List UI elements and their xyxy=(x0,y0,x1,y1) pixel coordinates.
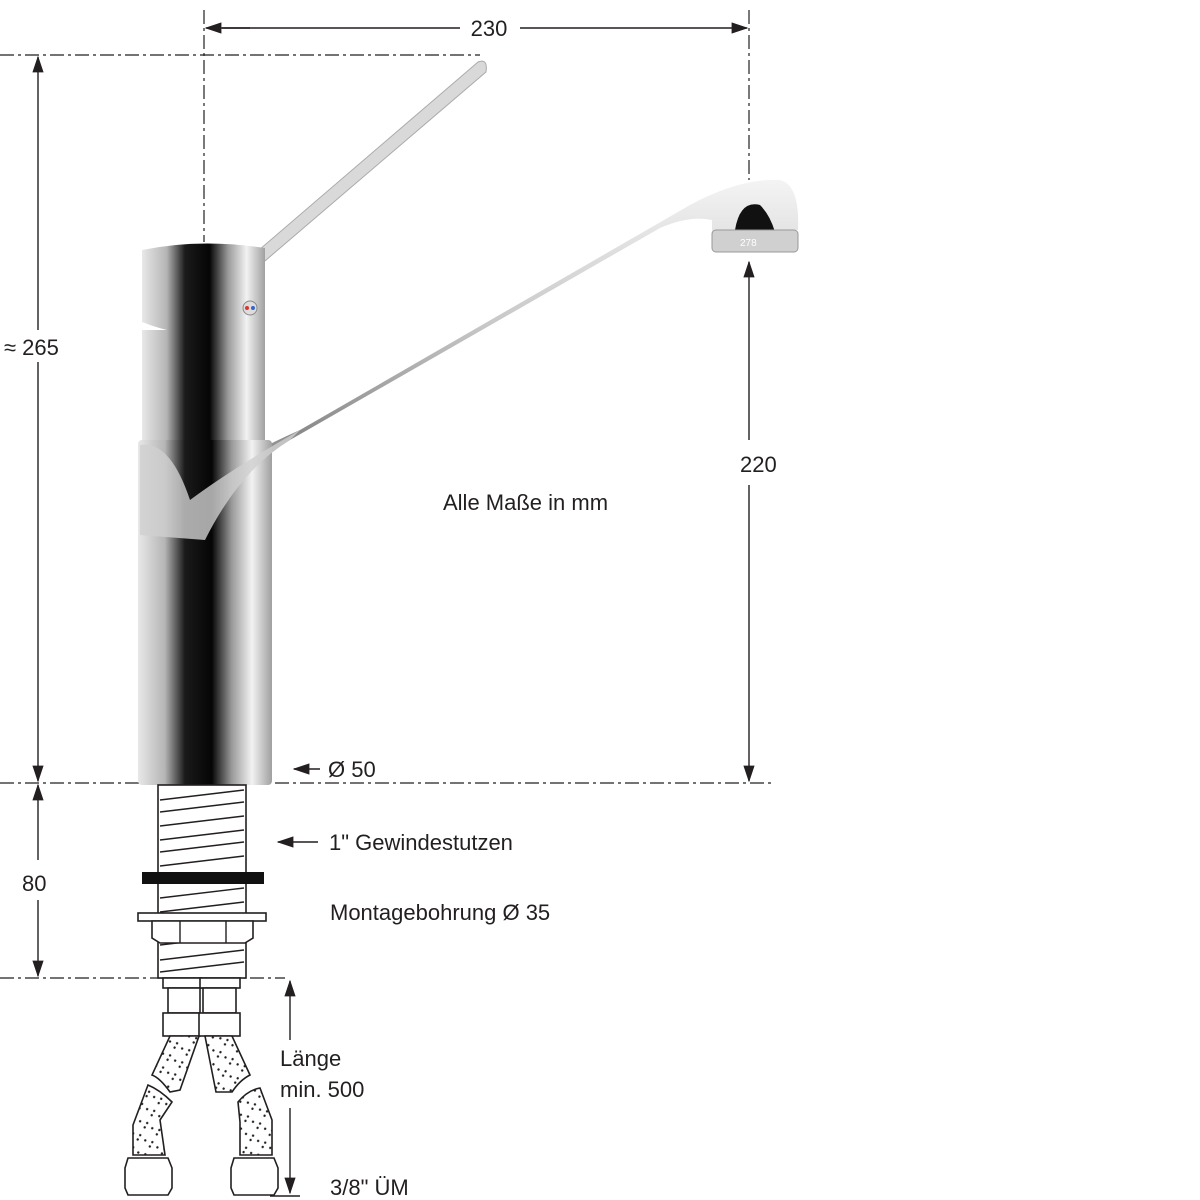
connection-label: 3/8" ÜM xyxy=(330,1175,409,1200)
spout-height-dimension: 220 xyxy=(740,260,777,783)
mounting-hole-label: Montagebohrung Ø 35 xyxy=(330,900,550,925)
thread-length-dimension: 80 xyxy=(22,783,46,978)
thread-annotation: 1" Gewindestutzen xyxy=(276,830,513,855)
width-dimension: 230 xyxy=(204,16,749,41)
thread-length-label: 80 xyxy=(22,871,46,896)
spout xyxy=(190,179,799,540)
washer xyxy=(142,872,264,884)
units-note: Alle Maße in mm xyxy=(443,490,608,515)
mounting-plate xyxy=(137,912,267,922)
middle-body xyxy=(142,330,265,440)
supply-hoses xyxy=(124,977,279,1196)
threaded-shank xyxy=(137,784,267,979)
faucet: 278 xyxy=(138,60,799,785)
total-height-label: ≈ 265 xyxy=(4,335,59,360)
total-height-dimension: ≈ 265 xyxy=(4,55,59,783)
nut xyxy=(151,920,254,944)
hose-length-label-1: Länge xyxy=(280,1046,341,1071)
svg-text:278: 278 xyxy=(740,238,757,249)
hot-cold-indicator xyxy=(242,300,258,316)
lever xyxy=(236,60,487,273)
spout-height-label: 220 xyxy=(740,452,777,477)
hose-length-dimension: Länge min. 500 xyxy=(270,979,364,1197)
aerator xyxy=(711,229,799,253)
diameter-annotation: Ø 50 xyxy=(292,757,376,782)
cap xyxy=(142,243,265,336)
width-label: 230 xyxy=(471,16,508,41)
base-diameter-label: Ø 50 xyxy=(328,757,376,782)
thread-label: 1" Gewindestutzen xyxy=(329,830,513,855)
hose-length-label-2: min. 500 xyxy=(280,1077,364,1102)
